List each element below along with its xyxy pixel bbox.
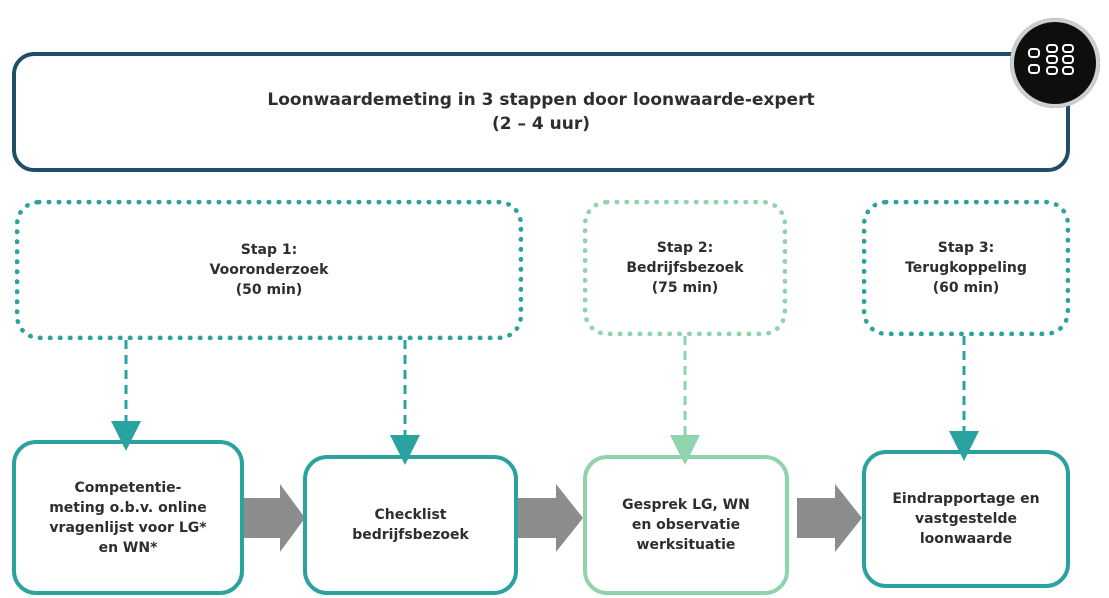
step-1-box: Stap 1: Vooronderzoek (50 min)	[15, 200, 523, 340]
logo-glyph-icon	[1028, 44, 1074, 75]
task-1-box: Competentie- meting o.b.v. online vragen…	[12, 440, 244, 595]
loonwaarde-logo-icon	[1010, 18, 1100, 108]
task-line: en observatie	[631, 517, 741, 533]
flow-arrow-1	[244, 484, 305, 552]
step-duration: (50 min)	[235, 282, 303, 298]
step-label: Stap 1:	[240, 242, 298, 258]
task-line: loonwaarde	[919, 531, 1013, 547]
title-box: Loonwaardemeting in 3 stappen door loonw…	[12, 52, 1070, 172]
step-2-box: Stap 2: Bedrijfsbezoek (75 min)	[583, 200, 787, 336]
step-name: Bedrijfsbezoek	[626, 260, 744, 276]
task-line: Eindrapportage en	[892, 491, 1040, 507]
step-duration: (75 min)	[651, 280, 719, 296]
task-line: meting o.b.v. online	[49, 499, 207, 516]
step-label: Stap 2:	[656, 240, 714, 256]
task-line: en WN*	[98, 539, 158, 556]
task-line: Gesprek LG, WN	[622, 497, 750, 513]
step-3-box: Stap 3: Terugkoppeling (60 min)	[862, 200, 1070, 336]
flow-arrow-2	[518, 484, 583, 552]
diagram-title: Loonwaardemeting in 3 stappen door loonw…	[267, 90, 815, 110]
task-line: Competentie-	[74, 479, 182, 496]
step-label: Stap 3:	[937, 240, 995, 256]
task-4-box: Eindrapportage en vastgestelde loonwaard…	[862, 450, 1070, 588]
task-line: bedrijfsbezoek	[352, 527, 469, 543]
step-name: Vooronderzoek	[209, 262, 329, 278]
step-duration: (60 min)	[932, 280, 1000, 296]
task-line: werksituatie	[636, 537, 736, 553]
step-name: Terugkoppeling	[905, 260, 1027, 276]
task-line: vragenlijst voor LG*	[49, 519, 207, 536]
diagram-subtitle: (2 – 4 uur)	[491, 114, 591, 134]
task-line: vastgestelde	[915, 511, 1017, 527]
task-2-box: Checklist bedrijfsbezoek	[303, 455, 518, 595]
flow-arrow-3	[797, 484, 862, 552]
task-3-box: Gesprek LG, WN en observatie werksituati…	[583, 455, 789, 595]
task-line: Checklist	[374, 507, 447, 523]
